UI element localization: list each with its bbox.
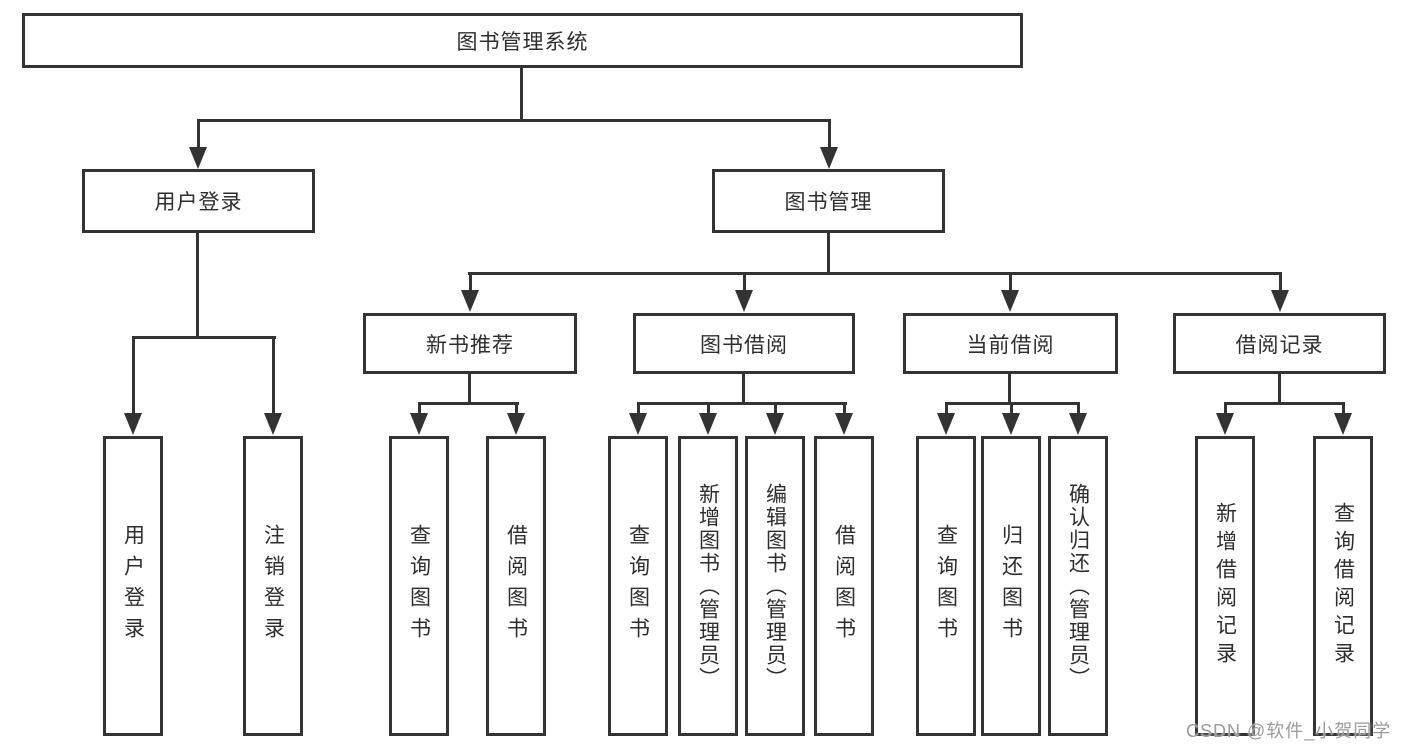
connector-current-borrow-stem — [1008, 374, 1011, 405]
node-borrow-record: 借阅记录 — [1173, 313, 1386, 374]
connector-borrow-record-branch — [1224, 402, 1345, 405]
node-current-borrow-label: 当前借阅 — [966, 333, 1055, 357]
leaf-borrow-book-recommend-label: 借阅图书 — [504, 524, 528, 648]
arrow-to-leaf-return-book — [1002, 402, 1020, 435]
leaf-user-login: 用户登录 — [103, 436, 163, 736]
csdn-watermark: CSDN @软件_小贺同学 — [1186, 721, 1392, 741]
connector-book-borrow-branch — [637, 402, 847, 405]
connector-user-login-branch — [132, 336, 276, 339]
connector-current-borrow-branch — [945, 402, 1080, 405]
leaf-logout: 注销登录 — [243, 436, 303, 736]
node-book-borrow: 图书借阅 — [633, 313, 855, 374]
leaf-edit-book-admin: 编辑图书（管理员） — [745, 436, 805, 736]
leaf-confirm-return-admin-label: 确认归还（管理员） — [1066, 482, 1090, 690]
arrow-to-leaf-query-record — [1334, 402, 1352, 435]
arrow-to-user-login — [189, 119, 207, 169]
arrow-to-book-management — [820, 119, 838, 169]
leaf-borrow-book-recommend: 借阅图书 — [486, 436, 546, 736]
leaf-add-book-admin-label: 新增图书（管理员） — [696, 482, 720, 690]
arrow-to-new-book-recommend — [461, 272, 479, 312]
leaf-query-book-recommend: 查询图书 — [389, 436, 449, 736]
arrow-to-book-borrow — [735, 272, 753, 312]
node-book-borrow-label: 图书借阅 — [700, 333, 788, 357]
arrow-to-leaf-user-login — [124, 336, 142, 435]
node-new-book-recommend: 新书推荐 — [363, 313, 577, 374]
connector-user-login-stem — [196, 233, 199, 339]
arrow-to-leaf-add-book — [699, 402, 717, 435]
arrow-to-leaf-query-book-1 — [410, 402, 428, 435]
connector-new-book-stem — [468, 374, 471, 405]
connector-book-management-branch — [468, 272, 1282, 275]
leaf-query-book-borrow-label: 查询图书 — [626, 524, 650, 648]
connector-root-branch — [197, 119, 831, 122]
node-new-book-recommend-label: 新书推荐 — [426, 333, 514, 357]
node-user-login: 用户登录 — [82, 169, 315, 233]
arrow-to-leaf-edit-book — [766, 402, 784, 435]
node-book-management-label: 图书管理 — [784, 191, 873, 214]
leaf-user-login-label: 用户登录 — [121, 524, 145, 648]
leaf-add-borrow-record: 新增借阅记录 — [1195, 436, 1255, 736]
leaf-confirm-return-admin: 确认归还（管理员） — [1048, 436, 1108, 736]
leaf-query-book-current-label: 查询图书 — [934, 524, 958, 648]
arrow-to-leaf-logout — [264, 336, 282, 435]
arrow-to-leaf-query-book-2 — [629, 402, 647, 435]
arrow-to-leaf-query-book-3 — [937, 402, 955, 435]
arrow-to-borrow-record — [1271, 272, 1289, 312]
arrow-to-leaf-add-record — [1216, 402, 1234, 435]
arrow-to-leaf-borrow-book-2 — [835, 402, 853, 435]
leaf-add-book-admin: 新增图书（管理员） — [678, 436, 738, 736]
leaf-query-borrow-record-label: 查询借阅记录 — [1331, 502, 1355, 670]
leaf-query-book-current: 查询图书 — [916, 436, 976, 736]
connector-book-management-stem — [827, 233, 830, 275]
node-root-library-system: 图书管理系统 — [22, 13, 1023, 68]
node-root-label: 图书管理系统 — [456, 30, 589, 54]
leaf-return-book-label: 归还图书 — [999, 524, 1023, 648]
leaf-query-borrow-record: 查询借阅记录 — [1313, 436, 1373, 736]
leaf-add-borrow-record-label: 新增借阅记录 — [1213, 502, 1237, 670]
leaf-return-book: 归还图书 — [981, 436, 1041, 736]
arrow-to-leaf-borrow-book-1 — [507, 402, 525, 435]
leaf-query-book-recommend-label: 查询图书 — [407, 524, 431, 648]
node-user-login-label: 用户登录 — [154, 191, 243, 214]
leaf-borrow-book: 借阅图书 — [814, 436, 874, 736]
node-book-management: 图书管理 — [712, 169, 945, 233]
leaf-query-book-borrow: 查询图书 — [608, 436, 668, 736]
node-current-borrow: 当前借阅 — [903, 313, 1118, 374]
leaf-edit-book-admin-label: 编辑图书（管理员） — [763, 482, 787, 690]
arrow-to-leaf-confirm-return — [1069, 402, 1087, 435]
connector-book-borrow-stem — [742, 374, 745, 405]
connector-new-book-branch — [418, 402, 519, 405]
leaf-logout-label: 注销登录 — [261, 524, 285, 648]
node-borrow-record-label: 借阅记录 — [1235, 333, 1324, 357]
leaf-borrow-book-label: 借阅图书 — [832, 524, 856, 648]
arrow-to-current-borrow — [1001, 272, 1019, 312]
connector-root-stem — [520, 68, 523, 121]
connector-borrow-record-stem — [1278, 374, 1281, 405]
